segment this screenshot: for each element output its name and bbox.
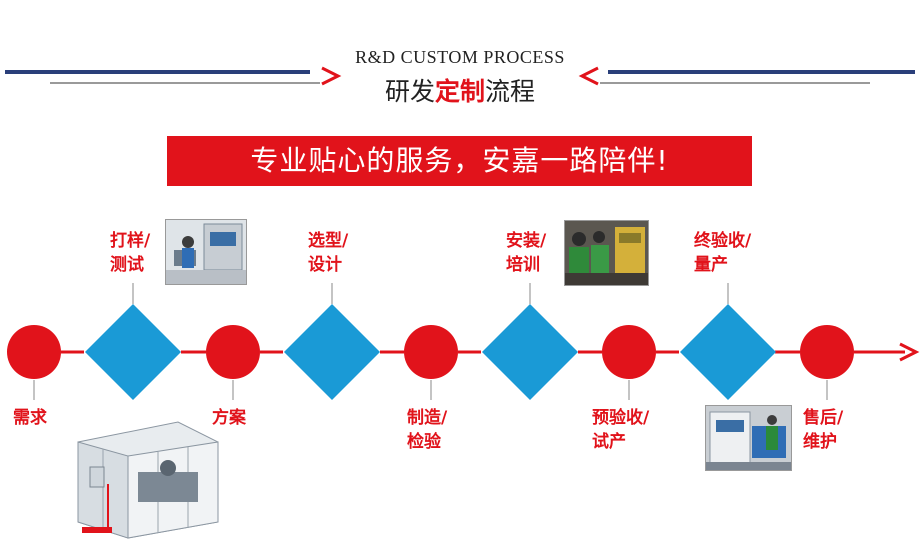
header-line-left-gray [50, 82, 320, 84]
photo-automation-machine [68, 412, 228, 540]
title-cn-highlight: 定制 [434, 77, 485, 106]
header-line-left-navy [5, 70, 310, 74]
header-decoration [5, 66, 915, 86]
step-label-line1: 方案 [212, 408, 246, 428]
end-arrow-icon [899, 342, 920, 362]
step-label-install: 安装/ 培训 [506, 229, 546, 277]
step-label-line2: 测试 [110, 255, 144, 275]
step-label-line1: 制造/ [407, 408, 448, 428]
step-label-line1: 选型/ [308, 231, 349, 251]
step-label-line2: 培训 [506, 255, 540, 275]
step-label-line2: 设计 [308, 255, 342, 275]
header-line-right-navy [608, 70, 915, 74]
step-label-after-sales: 售后/ 维护 [803, 406, 843, 454]
header-line-right-gray [600, 82, 870, 84]
node-circle-pre-acceptance [602, 325, 656, 379]
photo-training [564, 220, 649, 286]
step-label-line2: 试产 [592, 432, 626, 452]
node-circle-plan [206, 325, 260, 379]
node-circle-demand [7, 325, 61, 379]
step-label-line1: 打样/ [110, 231, 151, 251]
step-label-sampling: 打样/ 测试 [110, 229, 150, 277]
step-label-plan: 方案 [212, 406, 246, 430]
step-label-line1: 终验收/ [694, 231, 752, 251]
title-cn: 研发定制流程 [0, 72, 920, 108]
step-label-line2: 维护 [803, 432, 837, 452]
title-cn-post: 流程 [485, 77, 536, 106]
header-arrow-left-icon [578, 66, 599, 86]
step-label-line1: 售后/ [803, 408, 844, 428]
title-cn-pre: 研发 [384, 77, 435, 106]
node-diamond-design [284, 304, 380, 400]
title-en: R&D CUSTOM PROCESS [355, 47, 565, 67]
step-label-final-acceptance: 终验收/ 量产 [694, 229, 751, 277]
node-diamond-install [482, 304, 578, 400]
node-diamond-final-acceptance [680, 304, 776, 400]
step-label-line2: 检验 [407, 432, 441, 452]
step-label-design: 选型/ 设计 [308, 229, 348, 277]
header-arrow-right-icon [321, 66, 342, 86]
node-circle-manufacture [404, 325, 458, 379]
step-label-demand: 需求 [13, 406, 47, 430]
step-label-line1: 需求 [13, 408, 47, 428]
step-label-line1: 预验收/ [592, 408, 650, 428]
leader-lines [33, 283, 828, 400]
step-label-line1: 安装/ [506, 231, 547, 251]
photo-production-line [705, 405, 792, 471]
step-label-line2: 量产 [694, 255, 728, 275]
node-circle-after-sales [800, 325, 854, 379]
node-diamond-sampling [85, 304, 181, 400]
step-label-pre-acceptance: 预验收/ 试产 [592, 406, 649, 454]
slogan-banner: 专业贴心的服务，安嘉一路陪伴! [167, 136, 752, 186]
step-label-manufacture: 制造/ 检验 [407, 406, 447, 454]
photo-lab-testing [165, 219, 247, 285]
